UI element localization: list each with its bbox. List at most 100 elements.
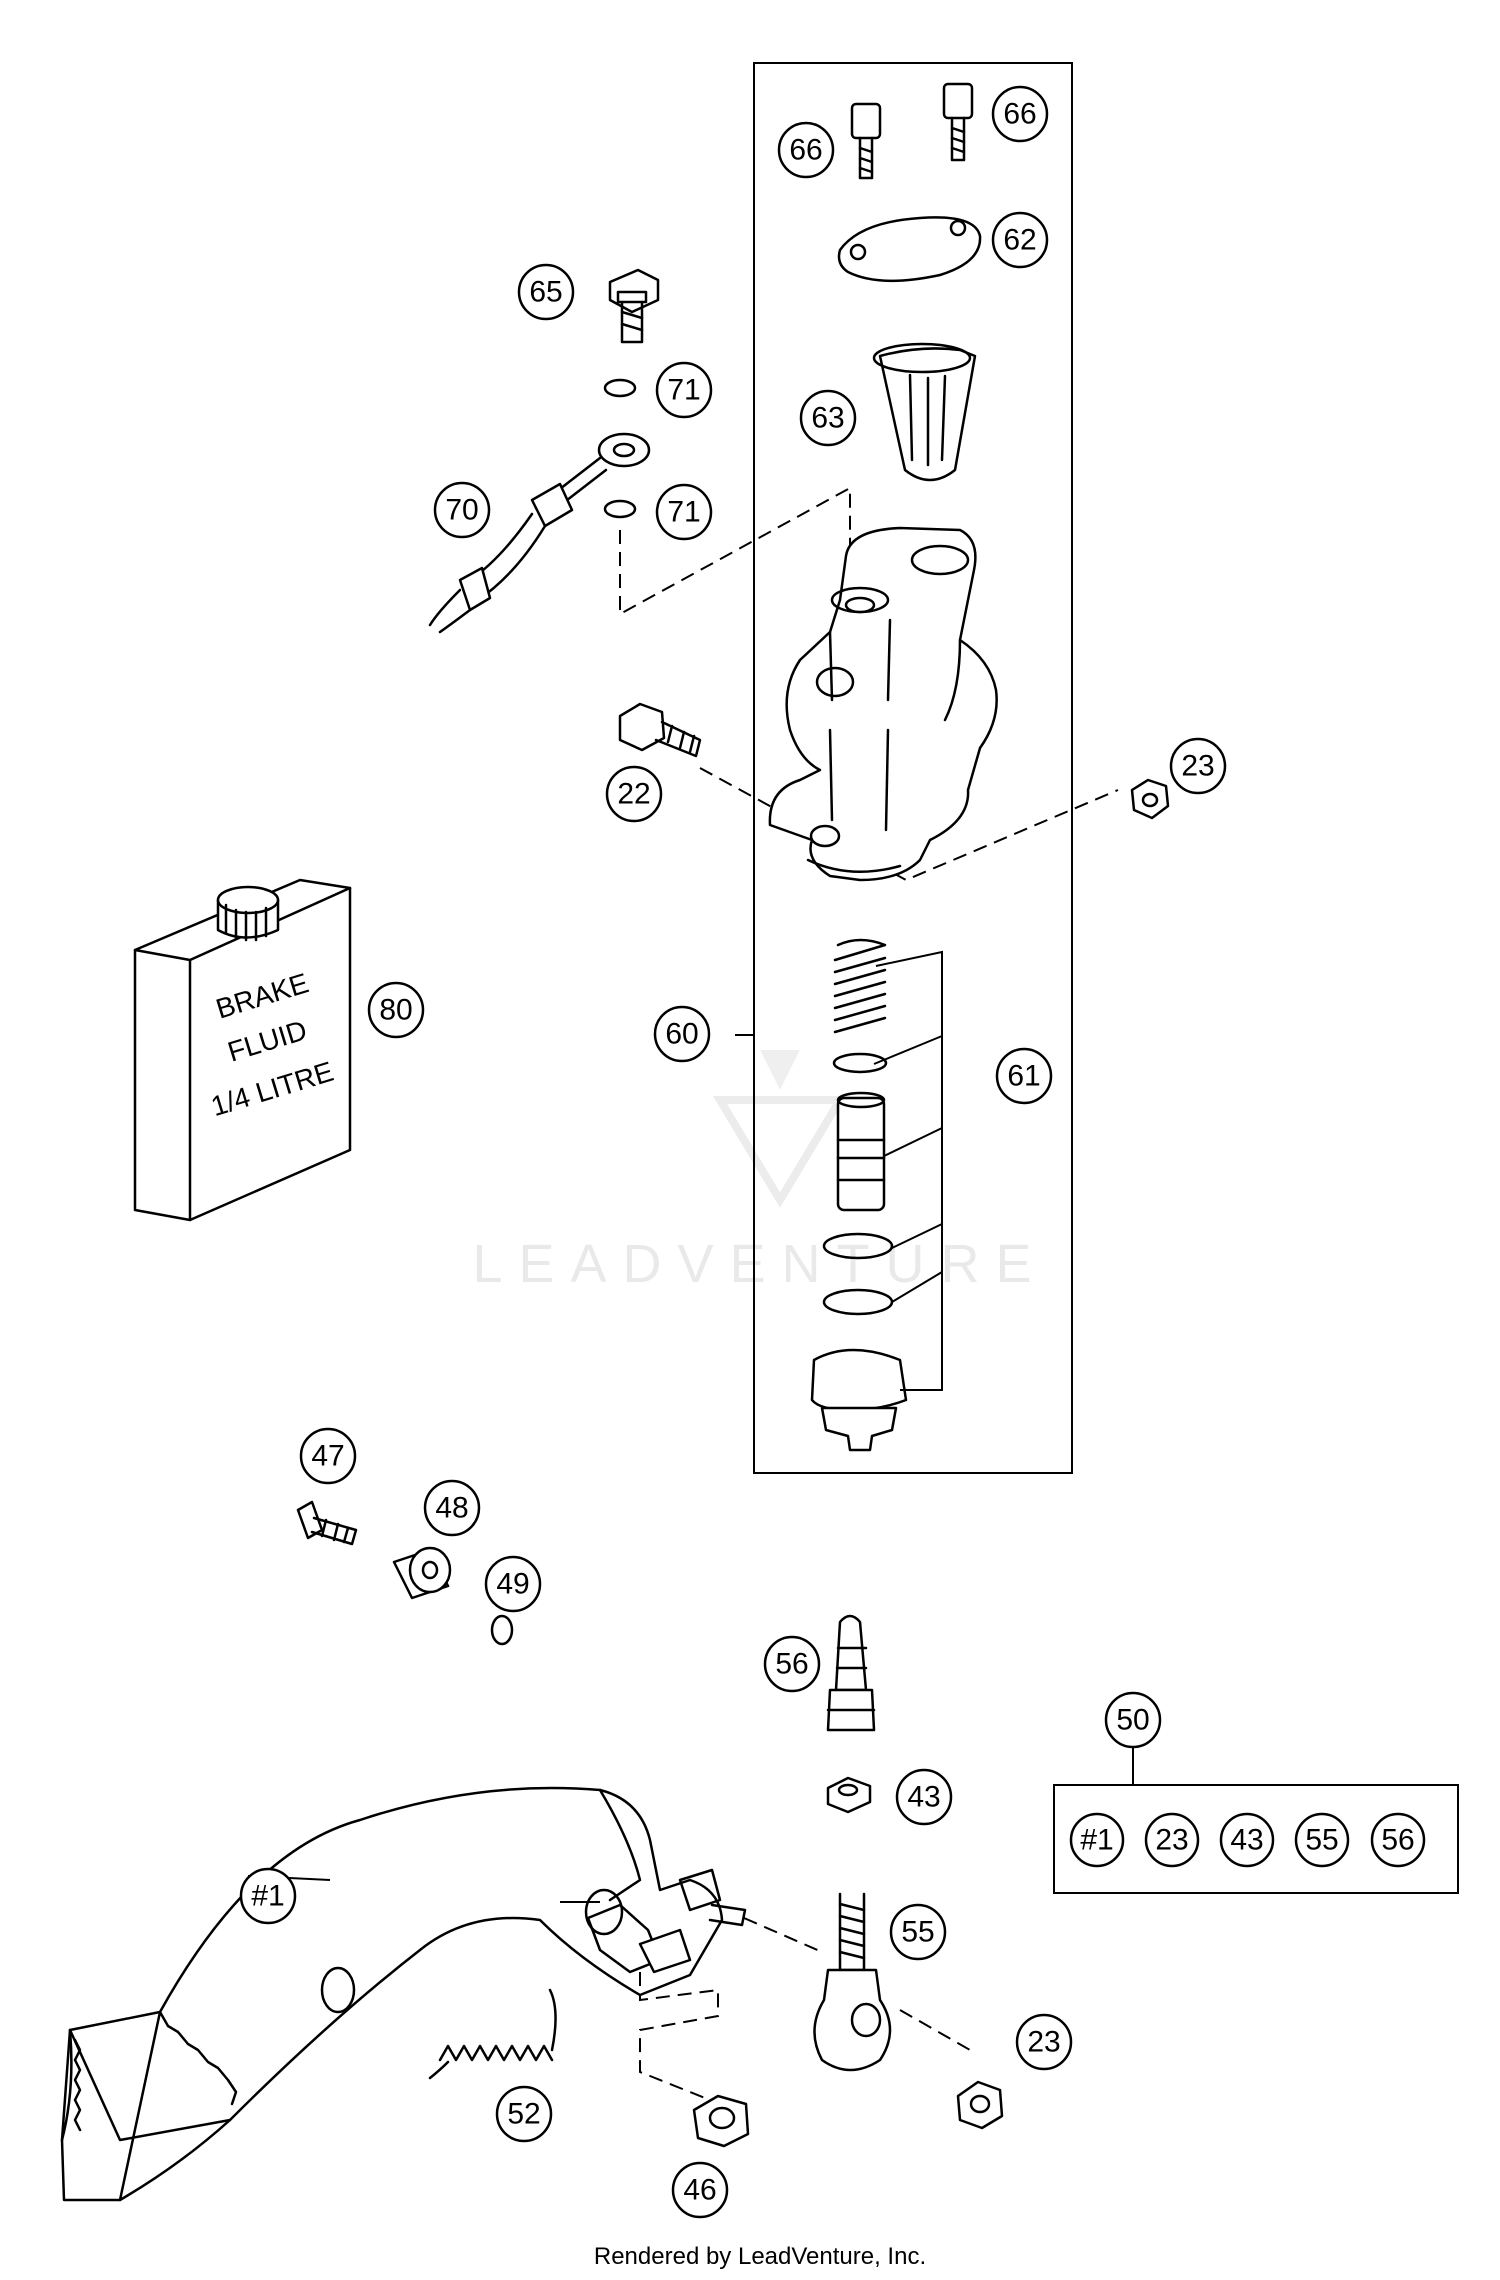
callout-circle bbox=[299, 1427, 357, 1485]
mount-bolt-alignment-line bbox=[699, 767, 1119, 882]
callout-label: 48 bbox=[435, 1492, 468, 1525]
countersunk-screw bbox=[296, 1500, 358, 1546]
callout-71: 71 bbox=[655, 483, 713, 541]
clevis bbox=[813, 1892, 892, 2072]
callout-circle bbox=[1069, 1812, 1125, 1868]
callout-label: #1 bbox=[251, 1880, 284, 1913]
callout-label: 23 bbox=[1027, 2026, 1060, 2059]
callout-label: 56 bbox=[775, 1648, 808, 1681]
callout-circle bbox=[655, 361, 713, 419]
callout-circle bbox=[653, 1005, 711, 1063]
callout-62: 62 bbox=[991, 211, 1049, 269]
sealing-washer-upper bbox=[603, 378, 637, 398]
banjo-alignment-line bbox=[619, 486, 851, 616]
callout-label: 43 bbox=[907, 1781, 940, 1814]
callout-circle bbox=[1219, 1812, 1275, 1868]
callout-label: 52 bbox=[507, 2098, 540, 2131]
watermark-text: LEADVENTURE bbox=[472, 1234, 1047, 1294]
callout-circle bbox=[995, 1047, 1053, 1105]
callout-circle bbox=[1015, 2013, 1073, 2071]
callout-circle bbox=[1144, 1812, 1200, 1868]
piston-kit-bracket bbox=[873, 950, 943, 1391]
bushing bbox=[392, 1546, 452, 1600]
callout-80: 80 bbox=[367, 981, 425, 1039]
callout-circle bbox=[433, 481, 491, 539]
kit-item-55: 55 bbox=[1294, 1812, 1350, 1868]
callout-label: 46 bbox=[683, 2174, 716, 2207]
callout-circle bbox=[517, 263, 575, 321]
pedal-spring bbox=[428, 1988, 557, 2080]
callout-circle bbox=[1294, 1812, 1350, 1868]
callout-23: 23 bbox=[1169, 737, 1227, 795]
clevis-alignment-line bbox=[743, 1917, 971, 2051]
pedal-nut bbox=[692, 2094, 750, 2148]
dust-boot bbox=[810, 1348, 908, 1452]
pushrod bbox=[826, 1614, 876, 1732]
callout-label: 66 bbox=[789, 134, 822, 167]
pedal-stud-alignment-line bbox=[639, 1972, 719, 2101]
lock-washer bbox=[490, 1614, 514, 1646]
callout-label: 66 bbox=[1003, 98, 1036, 131]
callout-circle bbox=[495, 2085, 553, 2143]
banjo-bolt bbox=[608, 268, 660, 344]
assembly-frame bbox=[753, 62, 1073, 1474]
reservoir-cover bbox=[837, 216, 982, 283]
callout-circle bbox=[671, 2161, 729, 2219]
callout-circle bbox=[1169, 737, 1227, 795]
return-spring bbox=[833, 938, 887, 1034]
callout-label: 55 bbox=[1305, 1824, 1338, 1857]
watermark: LEADVENTURE bbox=[472, 1050, 1047, 1294]
callout-49: 49 bbox=[484, 1555, 542, 1613]
callout-48: 48 bbox=[423, 1479, 481, 1537]
seal-ring bbox=[832, 1052, 888, 1074]
piston-washer bbox=[822, 1232, 894, 1260]
callout-label: 63 bbox=[811, 402, 844, 435]
callout-circle bbox=[799, 389, 857, 447]
callout-circle bbox=[889, 1903, 947, 1961]
kit-item-56: 56 bbox=[1370, 1812, 1426, 1868]
mounting-bolt bbox=[618, 702, 702, 758]
callout-63: 63 bbox=[799, 389, 857, 447]
reservoir-insert bbox=[872, 342, 977, 482]
callout-circle bbox=[239, 1867, 297, 1925]
footer-credit: Rendered by LeadVenture, Inc. bbox=[594, 2243, 926, 2270]
callout-22: 22 bbox=[605, 765, 663, 823]
callout-label: 62 bbox=[1003, 224, 1036, 257]
callout-55: 55 bbox=[889, 1903, 947, 1961]
callout-circle bbox=[895, 1768, 953, 1826]
kit-item-23: 23 bbox=[1144, 1812, 1200, 1868]
callout-circle bbox=[605, 765, 663, 823]
callout-circle bbox=[484, 1555, 542, 1613]
callout-label: 60 bbox=[665, 1018, 698, 1051]
callout-label: 22 bbox=[617, 778, 650, 811]
callout-label: 71 bbox=[667, 496, 700, 529]
callout-circle bbox=[763, 1635, 821, 1693]
callout-label: 49 bbox=[496, 1568, 529, 1601]
callout-52: 52 bbox=[495, 2085, 553, 2143]
callout-65: 65 bbox=[517, 263, 575, 321]
callout-label: 50 bbox=[1116, 1704, 1149, 1737]
master-cylinder-body bbox=[768, 526, 998, 882]
callout-circle bbox=[367, 981, 425, 1039]
callout-23: 23 bbox=[1015, 2013, 1073, 2071]
callout-circle bbox=[655, 483, 713, 541]
callout-60: 60 bbox=[653, 1005, 711, 1063]
callout-circle bbox=[991, 85, 1049, 143]
callout-label: 43 bbox=[1230, 1824, 1263, 1857]
callout-46: 46 bbox=[671, 2161, 729, 2219]
callout-circle bbox=[991, 211, 1049, 269]
lock-nut bbox=[826, 1776, 872, 1814]
callout-66: 66 bbox=[991, 85, 1049, 143]
callout-circle bbox=[1104, 1691, 1162, 1749]
callout-label: 55 bbox=[901, 1916, 934, 1949]
callout-label: 23 bbox=[1181, 750, 1214, 783]
callout-61: 61 bbox=[995, 1047, 1053, 1105]
repair-kit-box bbox=[1053, 1747, 1459, 1894]
callout-43: 43 bbox=[895, 1768, 953, 1826]
cap-screw-right bbox=[942, 82, 974, 162]
brake-pedal bbox=[60, 1786, 724, 2202]
callout-label: 23 bbox=[1155, 1824, 1188, 1857]
callout-label: 80 bbox=[379, 994, 412, 1027]
callout-label: 61 bbox=[1007, 1060, 1040, 1093]
